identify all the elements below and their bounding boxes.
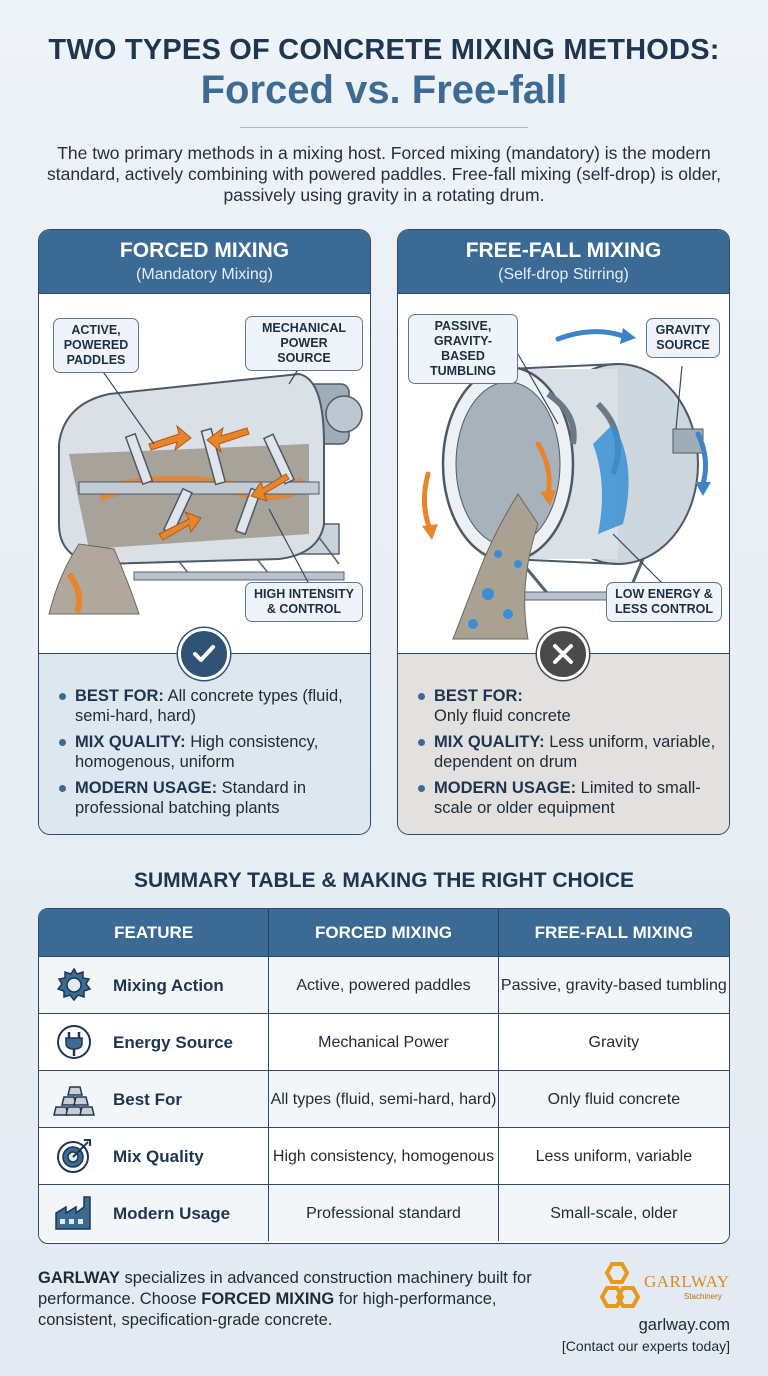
feature-label: Energy Source xyxy=(113,1032,233,1052)
forced-title: FORCED MIXING xyxy=(119,239,290,262)
list-item: BEST FOR: All concrete types (fluid, sem… xyxy=(57,686,357,726)
feature-label: Mixing Action xyxy=(113,975,224,995)
header-freefall: FREE-FALL MIXING xyxy=(534,923,694,942)
website-link[interactable]: garlway.com xyxy=(638,1316,730,1334)
footer-highlight: FORCED MIXING xyxy=(201,1290,335,1308)
plug-icon xyxy=(51,1019,97,1065)
table-row: Mixing Action Active, powered paddles Pa… xyxy=(39,956,729,1013)
table-header-row: FEATURE FORCED MIXING FREE-FALL MIXING xyxy=(39,909,729,956)
list-item: BEST FOR: Only fluid concrete xyxy=(416,686,716,726)
forced-subtitle: (Mandatory Mixing) xyxy=(136,266,273,283)
logo-tagline: Stachinery xyxy=(684,1292,722,1301)
freefall-drum-illustration: PASSIVE, GRAVITY-BASED TUMBLING GRAVITY … xyxy=(398,294,729,654)
summary-table: FEATURE FORCED MIXING FREE-FALL MIXING M… xyxy=(38,908,730,1244)
contact-link[interactable]: [Contact our experts today] xyxy=(561,1338,730,1354)
bricks-icon xyxy=(51,1076,97,1122)
freefall-title: FREE-FALL MIXING xyxy=(465,239,662,262)
target-icon xyxy=(51,1133,97,1179)
feature-label: Modern Usage xyxy=(113,1203,231,1223)
title-divider xyxy=(240,127,528,128)
list-item: MIX QUALITY: Less uniform, variable, dep… xyxy=(416,732,716,772)
freefall-value: Less uniform, variable xyxy=(535,1147,693,1165)
freefall-panel-details: BEST FOR: Only fluid concrete MIX QUALIT… xyxy=(398,628,729,834)
freefall-value: Passive, gravity-based tumbling xyxy=(500,976,727,994)
forced-value: Mechanical Power xyxy=(269,1014,499,1070)
header-feature: FEATURE xyxy=(39,909,270,956)
page-title-line1: TWO TYPES OF CONCRETE MIXING METHODS: xyxy=(48,34,720,66)
forced-mixer-drawing xyxy=(48,351,363,615)
feature-label: Best For xyxy=(113,1089,182,1109)
freefall-value: Small-scale, older xyxy=(550,1204,678,1222)
list-item: MODERN USAGE: Standard in professional b… xyxy=(57,778,357,818)
forced-mixer-illustration: ACTIVE, POWERED PADDLES MECHANICAL POWER… xyxy=(39,294,370,654)
freefall-drum-drawing xyxy=(422,328,711,640)
table-row: Mix Quality High consistency, homogenous… xyxy=(39,1127,729,1184)
forced-panel-header: FORCED MIXING (Mandatory Mixing) xyxy=(39,230,370,294)
freefall-panel-header: FREE-FALL MIXING (Self-drop Stirring) xyxy=(398,230,729,294)
free-fall-mixing-panel: FREE-FALL MIXING (Self-drop Stirring) xyxy=(397,229,730,835)
freefall-bullet-list: BEST FOR: Only fluid concrete MIX QUALIT… xyxy=(416,686,716,824)
feature-label: Mix Quality xyxy=(113,1146,204,1166)
table-row: Modern Usage Professional standard Small… xyxy=(39,1184,729,1241)
callout-gravity-source: GRAVITY SOURCE xyxy=(646,318,720,358)
list-item: MIX QUALITY: High consistency, homogenou… xyxy=(57,732,357,772)
forced-panel-details: BEST FOR: All concrete types (fluid, sem… xyxy=(39,628,370,834)
callout-passive-gravity-tumbling: PASSIVE, GRAVITY-BASED TUMBLING xyxy=(408,314,518,384)
list-item: MODERN USAGE: Limited to small-scale or … xyxy=(416,778,716,818)
table-row: Best For All types (fluid, semi-hard, ha… xyxy=(39,1070,729,1127)
forced-value: Active, powered paddles xyxy=(269,957,499,1013)
forced-value: All types (fluid, semi-hard, hard) xyxy=(269,1071,499,1127)
header-forced: FORCED MIXING xyxy=(269,909,499,956)
callout-high-intensity-control: HIGH INTENSITY & CONTROL xyxy=(245,582,363,622)
x-mark-icon xyxy=(537,628,589,680)
logo-wordmark: GARLWAY xyxy=(644,1272,730,1291)
factory-icon xyxy=(51,1190,97,1236)
forced-value: High consistency, homogenous xyxy=(269,1128,499,1184)
summary-title: SUMMARY TABLE & MAKING THE RIGHT CHOICE xyxy=(133,869,635,892)
forced-value: Professional standard xyxy=(269,1185,499,1241)
page-title-line2: Forced vs. Free-fall xyxy=(200,68,568,112)
callout-low-energy-less-control: LOW ENERGY & LESS CONTROL xyxy=(606,582,722,622)
brand-name: GARLWAY xyxy=(38,1269,120,1287)
freefall-subtitle: (Self-drop Stirring) xyxy=(498,266,629,283)
footer-text: GARLWAY specializes in advanced construc… xyxy=(38,1269,532,1329)
callout-active-powered-paddles: ACTIVE, POWERED PADDLES xyxy=(53,318,139,373)
intro-text: The two primary methods in a mixing host… xyxy=(46,143,722,205)
callout-mechanical-power-source: MECHANICAL POWER SOURCE xyxy=(245,316,363,371)
table-row: Energy Source Mechanical Power Gravity xyxy=(39,1013,729,1070)
forced-mixing-panel: FORCED MIXING (Mandatory Mixing) xyxy=(38,229,371,835)
checkmark-icon xyxy=(178,628,230,680)
freefall-value: Gravity xyxy=(588,1033,640,1051)
gear-icon xyxy=(51,962,97,1008)
forced-bullet-list: BEST FOR: All concrete types (fluid, sem… xyxy=(57,686,357,824)
garlway-logo: GARLWAY Stachinery xyxy=(598,1260,730,1316)
freefall-value: Only fluid concrete xyxy=(547,1090,681,1108)
